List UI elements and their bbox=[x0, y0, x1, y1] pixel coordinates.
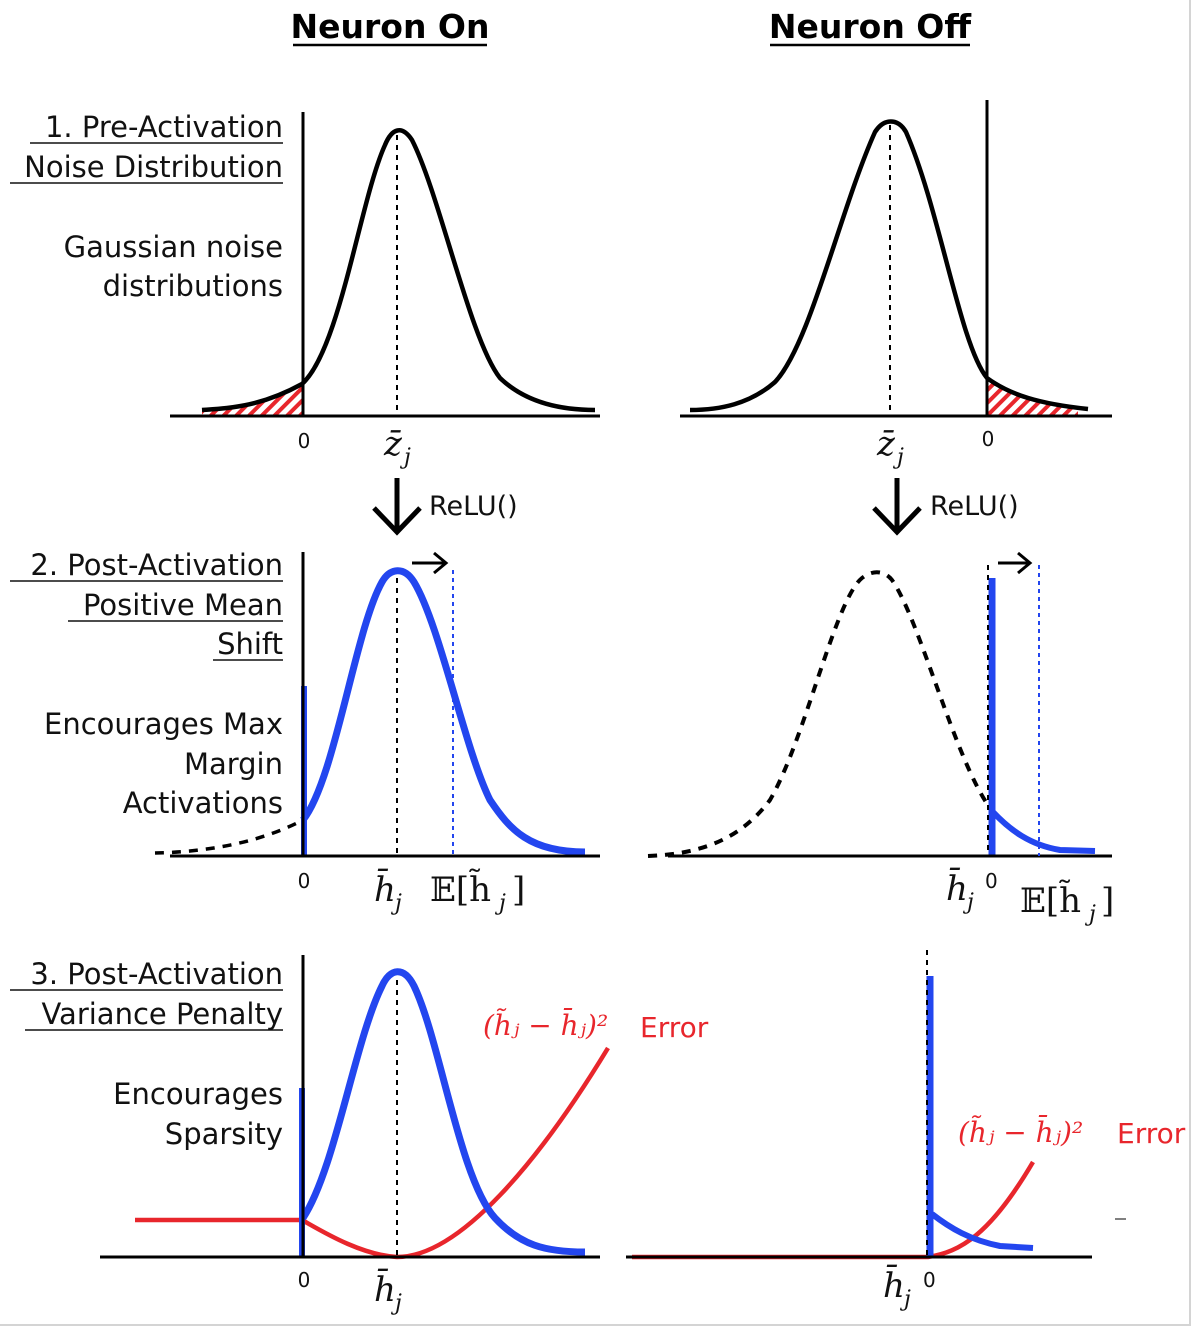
zero-tick: 0 bbox=[982, 427, 995, 451]
squared-error-curve bbox=[632, 1160, 1035, 1260]
error-formula: (h̃ⱼ − h̄ⱼ)² bbox=[958, 1114, 1083, 1149]
negative-tail-hatch bbox=[202, 384, 302, 416]
row1-title-line1: 1. Pre-Activation bbox=[45, 110, 283, 144]
relu-label: ReLU() bbox=[930, 491, 1019, 522]
zero-tick: 0 bbox=[985, 869, 998, 893]
z-bar-label: z̄ bbox=[383, 424, 403, 464]
clipped-tail-dashed bbox=[154, 818, 304, 855]
row3-title-line2: Variance Penalty bbox=[41, 997, 283, 1031]
expectation-label: 𝔼[h̃ bbox=[430, 869, 491, 910]
relu-tail-curve bbox=[930, 1211, 1034, 1251]
panel-3-left: 0 h̄ j (h̃ⱼ − h̄ⱼ)² Error bbox=[100, 955, 709, 1316]
panel-1-left: 0 z̄ j bbox=[170, 112, 600, 470]
expectation-label: 𝔼[h̃ bbox=[1020, 880, 1081, 921]
down-arrowhead-icon bbox=[372, 506, 422, 536]
row2-title-line2: Positive Mean bbox=[83, 588, 283, 622]
h-bar-label: h̄ bbox=[374, 868, 396, 910]
zero-tick: 0 bbox=[298, 429, 311, 453]
relu-label: ReLU() bbox=[429, 491, 518, 522]
row2-title-line1: 2. Post-Activation bbox=[30, 548, 283, 582]
panel-1-right: 0 z̄ j bbox=[680, 100, 1112, 470]
h-bar-label: h̄ bbox=[374, 1268, 396, 1310]
row2-desc-line3: Activations bbox=[123, 786, 283, 820]
row1-title-line2: Noise Distribution bbox=[24, 150, 283, 184]
header-neuron-off: Neuron Off bbox=[769, 7, 972, 46]
z-bar-label: z̄ bbox=[876, 424, 896, 464]
relu-arrow-right: ReLU() bbox=[872, 478, 1019, 536]
panel-2-right: h̄ j 0 𝔼[h̃ j ] bbox=[647, 551, 1114, 927]
shift-arrowhead-icon bbox=[1017, 551, 1033, 575]
row2-desc-line2: Margin bbox=[184, 747, 283, 781]
error-word: Error bbox=[1117, 1117, 1186, 1150]
row2-title-line3: Shift bbox=[217, 627, 283, 661]
row2-desc-line1: Encourages Max bbox=[44, 707, 283, 741]
relu-distribution-curve bbox=[300, 968, 586, 1256]
header-neuron-on: Neuron On bbox=[291, 7, 490, 46]
expectation-close: ] bbox=[1101, 881, 1114, 921]
zero-tick: 0 bbox=[923, 1268, 936, 1292]
zero-tick: 0 bbox=[298, 869, 311, 893]
expectation-subscript: j bbox=[1084, 902, 1096, 927]
panel-2-left: 0 h̄ j 𝔼[h̃ j ] bbox=[154, 551, 600, 916]
shift-arrowhead-icon bbox=[433, 551, 449, 575]
relu-distribution-curve bbox=[300, 567, 586, 856]
error-word: Error bbox=[640, 1011, 709, 1044]
relu-arrow-left: ReLU() bbox=[372, 478, 518, 536]
h-bar-label: h̄ bbox=[946, 867, 968, 909]
relu-tail-curve bbox=[990, 809, 1096, 854]
row3-title-line1: 3. Post-Activation bbox=[30, 957, 283, 991]
row1-desc-line1: Gaussian noise bbox=[64, 230, 283, 264]
expectation-close: ] bbox=[512, 870, 525, 910]
error-formula: (h̃ⱼ − h̄ⱼ)² bbox=[483, 1007, 608, 1042]
row1-desc-line2: distributions bbox=[103, 269, 283, 303]
zero-tick: 0 bbox=[298, 1268, 311, 1292]
squared-error-curve bbox=[135, 1046, 610, 1260]
panel-3-right: h̄ j 0 (h̃ⱼ − h̄ⱼ)² Error bbox=[626, 950, 1186, 1312]
down-arrowhead-icon bbox=[872, 506, 922, 536]
clipped-gaussian-dashed bbox=[647, 570, 992, 858]
h-bar-label: h̄ bbox=[883, 1264, 905, 1306]
row3-desc-line1: Encourages bbox=[113, 1077, 283, 1111]
expectation-subscript: j bbox=[494, 891, 506, 916]
row3-desc-line2: Sparsity bbox=[165, 1117, 283, 1151]
